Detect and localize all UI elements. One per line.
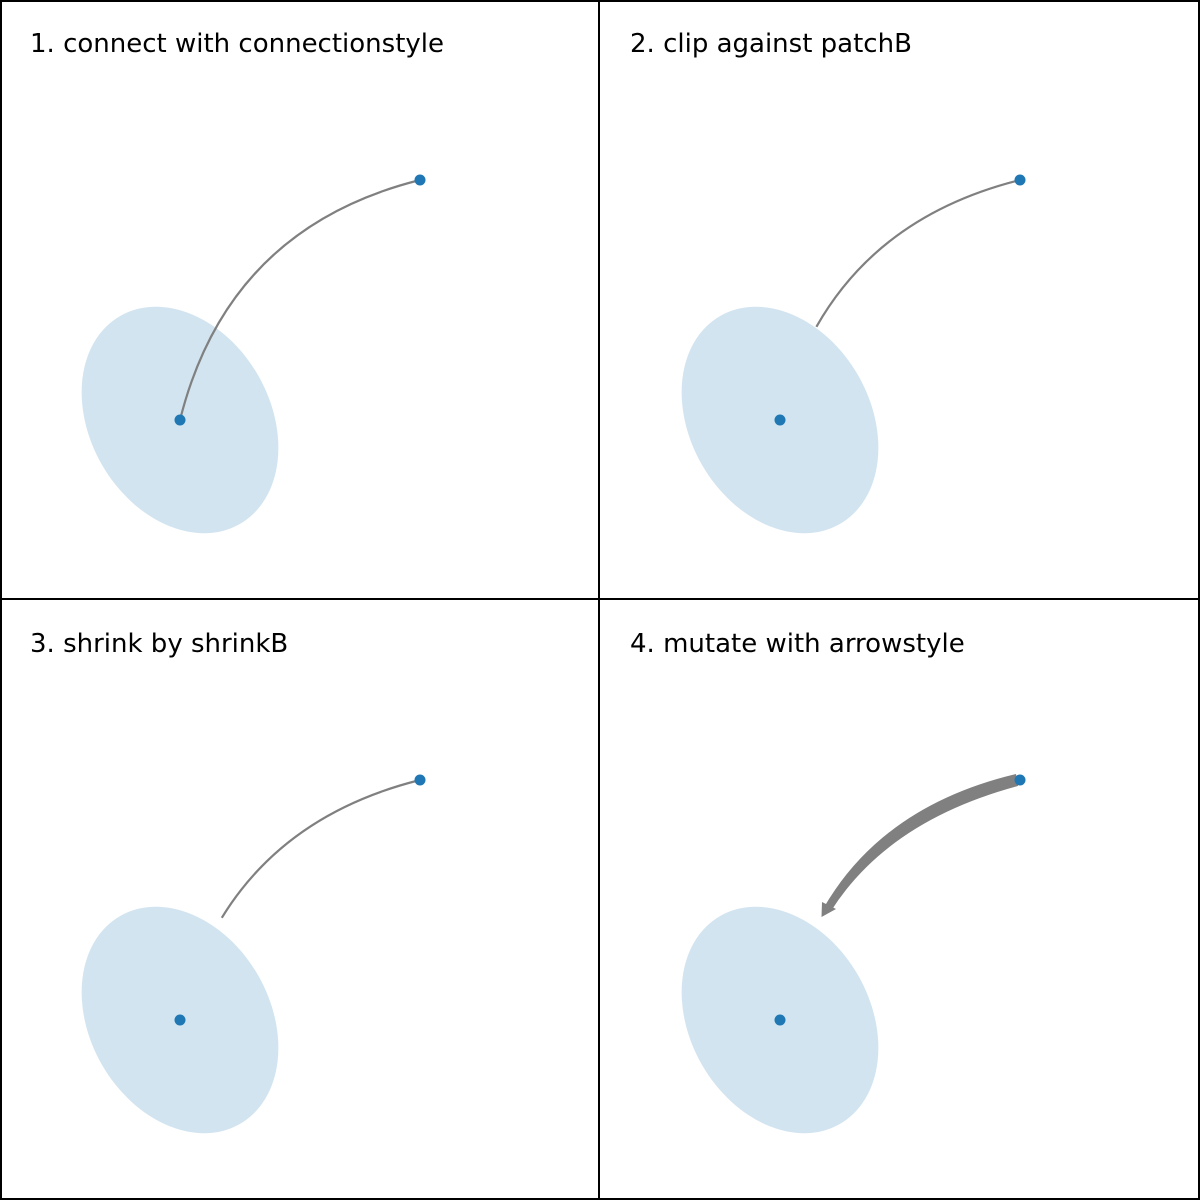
panel-title: 4. mutate with arrowstyle xyxy=(630,629,965,659)
point-b xyxy=(1014,774,1026,786)
connection-path-shrunk xyxy=(220,778,421,919)
point-b xyxy=(414,774,426,786)
fancy-arrow-body xyxy=(823,774,1018,911)
fancy-arrow-head xyxy=(821,902,836,917)
point-a xyxy=(774,1014,786,1026)
point-a xyxy=(774,414,786,426)
panel-frame xyxy=(0,598,600,1200)
panel-title: 3. shrink by shrinkB xyxy=(30,629,288,659)
panel-frame xyxy=(598,598,1200,1200)
panel-1: 1. connect with connectionstyle xyxy=(0,0,600,600)
panel-frame xyxy=(598,0,1200,600)
panel-2: 2. clip against patchB xyxy=(598,0,1200,600)
panel-frame xyxy=(0,0,600,600)
panel-3: 3. shrink by shrinkB xyxy=(0,598,600,1200)
connection-path-clipped xyxy=(815,178,1021,328)
connection-path xyxy=(178,178,421,421)
point-b xyxy=(1014,174,1026,186)
point-a xyxy=(174,1014,186,1026)
panel-title: 1. connect with connectionstyle xyxy=(30,29,444,59)
point-a xyxy=(174,414,186,426)
panel-4: 4. mutate with arrowstyle xyxy=(598,598,1200,1200)
panel-title: 2. clip against patchB xyxy=(630,29,912,59)
point-b xyxy=(414,174,426,186)
